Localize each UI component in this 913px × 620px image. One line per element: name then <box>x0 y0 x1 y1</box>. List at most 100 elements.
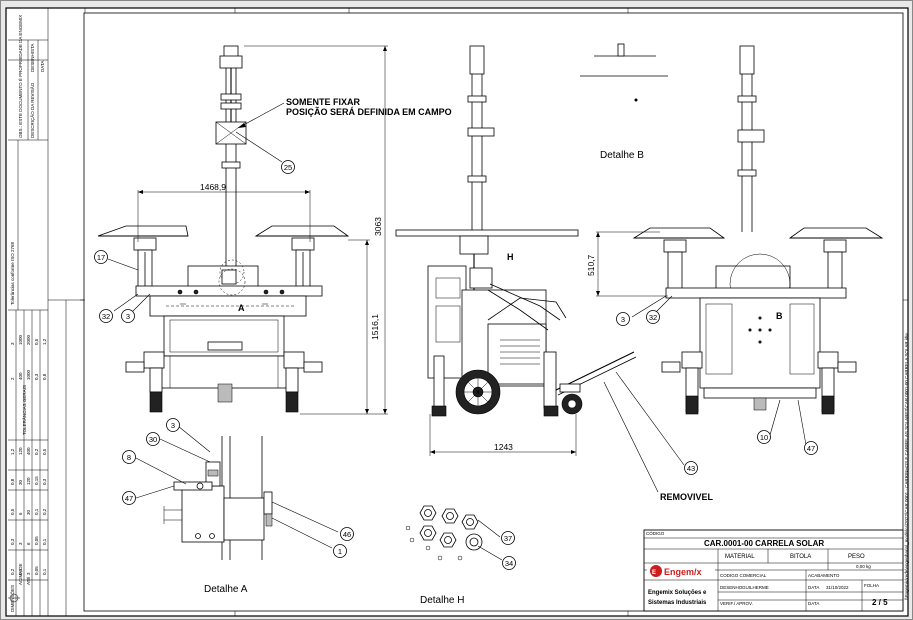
tolerance-cell: 0,8 <box>42 373 47 380</box>
tolerance-cell: 0,05 <box>34 536 39 545</box>
tolerance-cell: 3 <box>10 342 15 345</box>
balloon-b32a: 32 <box>99 309 113 323</box>
revision-header-description: DESCRIÇÃO DA REVISÃO <box>29 82 35 138</box>
tolerance-cell: 0,5 <box>10 508 15 515</box>
svg-text:34: 34 <box>505 559 513 568</box>
weight-label: PESO <box>848 554 865 560</box>
material-label: MATERIAL <box>725 554 755 560</box>
drawing-code: CAR.0001-00 CARRELA SOLAR <box>704 539 824 548</box>
balloon-b47b: 47 <box>122 491 136 505</box>
date-label: DATA <box>808 585 819 590</box>
detail-b-symbol: Detalhe B <box>580 43 668 161</box>
balloon-b17: 17 <box>94 250 108 264</box>
svg-text:17: 17 <box>97 253 105 262</box>
left-title-strip: OBS.: ESTE DOCUMENTO É PROPRIEDADE DA EN… <box>8 8 84 616</box>
revision-note: OBS.: ESTE DOCUMENTO É PROPRIEDADE DA EN… <box>17 15 23 138</box>
finish-label: ACABAMENTO <box>808 573 840 578</box>
tolerance-cell: 0,3 <box>42 478 47 485</box>
tolerance-cell: 0,1 <box>42 538 47 545</box>
balloon-b3a: 3 <box>121 309 135 323</box>
overall-height-dimension: 3063 <box>373 217 383 236</box>
tolerance-cell: 120 <box>18 447 23 455</box>
tolerance-cell: 0,3 <box>10 538 15 545</box>
engemix-logo: E Engem/x <box>647 564 715 579</box>
base-length-dimension: 1243 <box>494 442 513 452</box>
tolerance-cell: 120 <box>26 477 31 485</box>
brand-name: Engem/x <box>664 567 702 577</box>
gauge-label: BITOLA <box>790 554 811 560</box>
tolerance-cell: 1000 <box>26 369 31 380</box>
company-line1: Engemix Soluções e <box>648 590 707 596</box>
tolerance-cell: 1,2 <box>42 338 47 345</box>
tolerance-cell: 3 <box>26 572 31 575</box>
tolerance-cell: 0,3 <box>34 373 39 380</box>
item-balloons: 17 32 3 25 3 32 10 47 43 3 30 8 47 461 37 34 <box>94 160 818 570</box>
up-to-header: ATÉ <box>25 577 31 585</box>
tolerance-cell: 2 <box>10 377 15 380</box>
tolerance-cell: 6 <box>26 542 31 545</box>
balloon-b43: 43 <box>684 461 698 475</box>
svg-text:37: 37 <box>504 534 512 543</box>
tolerance-values: 0,5363012040010003630120400100020000,050… <box>10 334 47 575</box>
svg-text:46: 46 <box>343 530 351 539</box>
balloon-b3b: 3 <box>616 312 630 326</box>
panel-span-dimension: 1468,9 <box>200 182 226 192</box>
tolerance-cell: 6 <box>18 512 23 515</box>
balloon-b8: 8 <box>122 450 136 464</box>
tolerance-cell: 400 <box>26 447 31 455</box>
balloon-b30: 30 <box>146 432 160 446</box>
tolerance-cell: 3 <box>18 542 23 545</box>
tolerance-cell: 0,2 <box>42 508 47 515</box>
svg-text:1: 1 <box>338 547 342 556</box>
commercial-code-label: CODIGO COMERCIAL <box>720 573 767 578</box>
balloon-b10: 10 <box>757 430 771 444</box>
svg-text:10: 10 <box>760 433 768 442</box>
tolerance-cell: 0,5 <box>42 448 47 455</box>
svg-text:3: 3 <box>126 312 130 321</box>
balloon-b46: 46 <box>340 527 354 541</box>
svg-text:30: 30 <box>149 435 157 444</box>
front-view-dimensions: 1468,9 3063 1516,1 <box>137 45 388 415</box>
revision-header-draftsman: DESENHISTA <box>30 44 35 72</box>
detail-h-marker: H <box>507 252 514 262</box>
tolerance-cell: 0,2 <box>34 448 39 455</box>
detail-b-title: Detalhe B <box>600 150 644 161</box>
tolerance-cell: 0,05 <box>34 566 39 575</box>
mid-height-dimension: 1516,1 <box>370 314 380 340</box>
balloon-b3c: 3 <box>166 418 180 432</box>
review-label: VERIF./ APROV. <box>720 601 753 606</box>
tolerance-cell: 400 <box>18 372 23 380</box>
detail-a-title: Detalhe A <box>204 584 248 595</box>
leader-lines <box>107 258 807 561</box>
svg-text:32: 32 <box>649 313 657 322</box>
detail-a-marker: A <box>238 303 245 313</box>
field-fix-note: SOMENTE FIXAR POSIÇÃO SERÁ DEFINIDA EM C… <box>235 97 452 163</box>
title-block: CÓDIGO CAR.0001-00 CARRELA SOLAR MATERIA… <box>643 529 904 612</box>
tolerance-cell: 2000 <box>26 334 31 345</box>
svg-text:3: 3 <box>171 421 175 430</box>
balloon-b34: 34 <box>502 556 516 570</box>
svg-text:47: 47 <box>807 444 815 453</box>
above-header: ACIMA DE <box>18 563 23 585</box>
svg-text:25: 25 <box>284 163 292 172</box>
svg-text:3: 3 <box>621 315 625 324</box>
tolerance-cell: 30 <box>26 509 31 515</box>
weight-value: 0,00 kg <box>856 564 871 569</box>
side-view: H <box>395 45 637 456</box>
field-fix-note-line1: SOMENTE FIXAR <box>286 97 361 107</box>
company-line2: Sistemas Industriais <box>648 600 707 606</box>
drawn-label: DESENHO <box>720 585 743 590</box>
svg-text:E: E <box>652 570 656 576</box>
sheet-label: FOLHA <box>864 583 879 588</box>
svg-text:8: 8 <box>127 453 131 462</box>
svg-text:47: 47 <box>125 494 133 503</box>
balloon-b1: 1 <box>333 544 347 558</box>
file-path: \\Engemix\rede\engenharia\_modelos\2022\… <box>904 333 909 600</box>
tolerance-cell: 1,2 <box>10 448 15 455</box>
tolerance-cell: 0,1 <box>34 508 39 515</box>
rear-view: B 510,7 <box>586 45 884 415</box>
field-fix-note-line2: POSIÇÃO SERÁ DEFINIDA EM CAMPO <box>286 107 452 117</box>
code-label: CÓDIGO <box>646 530 665 536</box>
drawn-by: GUILHERME <box>742 585 769 590</box>
